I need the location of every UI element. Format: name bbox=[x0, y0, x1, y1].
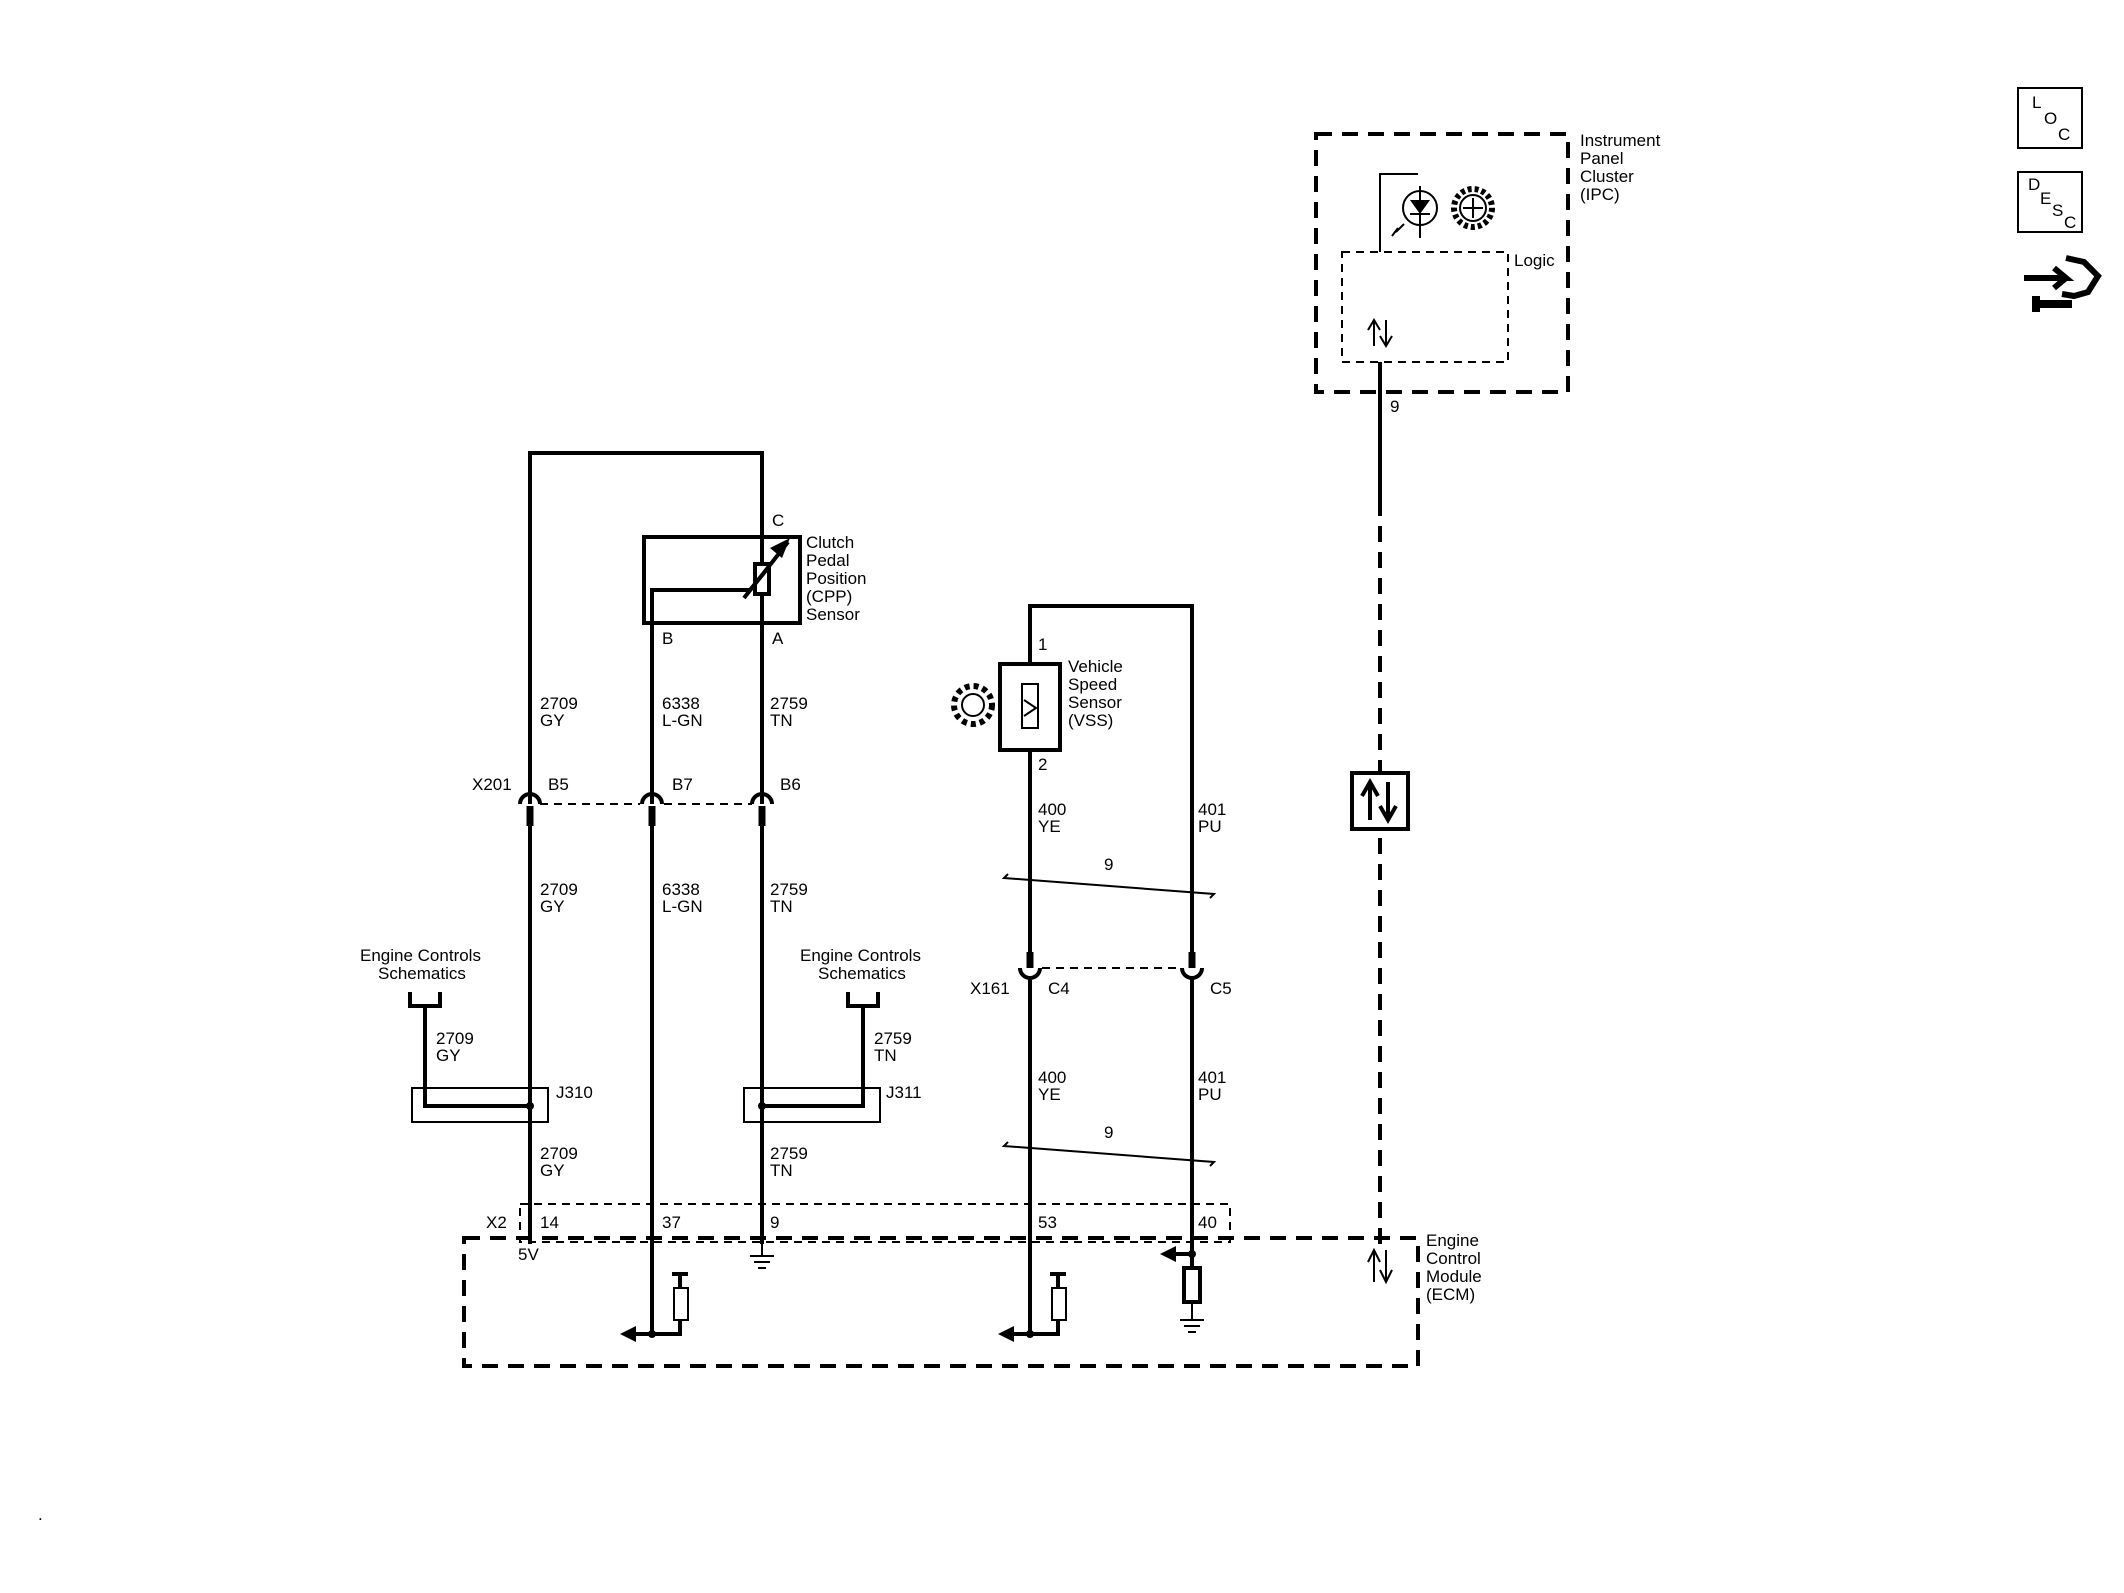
svg-text:GY: GY bbox=[540, 897, 565, 916]
svg-text:C: C bbox=[2058, 125, 2070, 144]
ecm-module: X2 14 37 9 53 40 5V bbox=[462, 1203, 1487, 1368]
svg-text:YE: YE bbox=[1038, 817, 1061, 836]
stray-dot: . bbox=[38, 1505, 43, 1524]
svg-text:X2: X2 bbox=[486, 1213, 507, 1232]
svg-text:14: 14 bbox=[540, 1213, 559, 1232]
svg-text:GY: GY bbox=[540, 1161, 565, 1180]
svg-text:401: 401 bbox=[1198, 1068, 1226, 1087]
svg-text:2759: 2759 bbox=[770, 694, 808, 713]
svg-text:C: C bbox=[2064, 213, 2076, 232]
svg-text:B7: B7 bbox=[672, 775, 693, 794]
svg-text:GY: GY bbox=[540, 711, 565, 730]
gear-icon bbox=[951, 683, 995, 727]
svg-text:9: 9 bbox=[1104, 855, 1113, 874]
svg-text:37: 37 bbox=[662, 1213, 681, 1232]
svg-text:C4: C4 bbox=[1048, 979, 1070, 998]
svg-text:E: E bbox=[2040, 189, 2051, 208]
connector-x201: X201 B5 B7 B6 bbox=[472, 775, 801, 826]
svg-text:B6: B6 bbox=[780, 775, 801, 794]
svg-text:X161: X161 bbox=[970, 979, 1010, 998]
svg-text:400: 400 bbox=[1038, 800, 1066, 819]
data-arrow-icon bbox=[1367, 318, 1393, 348]
ipc-pin-9: 9 bbox=[1390, 397, 1399, 416]
svg-text:6338: 6338 bbox=[662, 880, 700, 899]
svg-text:400: 400 bbox=[1038, 1068, 1066, 1087]
svg-text:YE: YE bbox=[1038, 1085, 1061, 1104]
svg-text:1: 1 bbox=[1038, 635, 1047, 654]
svg-text:L-GN: L-GN bbox=[662, 897, 703, 916]
svg-text:9: 9 bbox=[1104, 1123, 1113, 1142]
svg-text:X201: X201 bbox=[472, 775, 512, 794]
tools-icon[interactable] bbox=[2024, 255, 2102, 312]
svg-text:40: 40 bbox=[1198, 1213, 1217, 1232]
svg-text:J311: J311 bbox=[886, 1083, 922, 1102]
serial-data-line bbox=[1350, 362, 1410, 1244]
svg-text:401: 401 bbox=[1198, 800, 1226, 819]
cpp-pin-a: A bbox=[772, 629, 784, 648]
twisted-pair: 9 9 bbox=[1001, 855, 1217, 1167]
svg-text:L: L bbox=[2032, 93, 2041, 112]
svg-text:C5: C5 bbox=[1210, 979, 1232, 998]
svg-text:2709: 2709 bbox=[540, 694, 578, 713]
svg-text:J310: J310 bbox=[556, 1083, 593, 1102]
svg-text:PU: PU bbox=[1198, 817, 1222, 836]
ecm-label: Engine Control Module (ECM) bbox=[1426, 1231, 1487, 1304]
svg-text:O: O bbox=[2044, 109, 2057, 128]
data-arrow-icon bbox=[1367, 1247, 1393, 1285]
loc-button[interactable]: L O C bbox=[2017, 87, 2083, 149]
svg-text:GY: GY bbox=[436, 1046, 461, 1065]
svg-text:2709: 2709 bbox=[540, 1144, 578, 1163]
svg-text:53: 53 bbox=[1038, 1213, 1057, 1232]
svg-text:2709: 2709 bbox=[436, 1029, 474, 1048]
svg-text:2: 2 bbox=[1038, 755, 1047, 774]
svg-text:2759: 2759 bbox=[874, 1029, 912, 1048]
svg-text:2759: 2759 bbox=[770, 1144, 808, 1163]
svg-text:TN: TN bbox=[770, 1161, 793, 1180]
svg-text:6338: 6338 bbox=[662, 694, 700, 713]
ipc-label: Instrument Panel Cluster (IPC) bbox=[1580, 131, 1665, 204]
desc-button[interactable]: D E S C bbox=[2017, 171, 2083, 233]
svg-text:9: 9 bbox=[770, 1213, 779, 1232]
svg-text:S: S bbox=[2052, 201, 2063, 220]
cpp-sensor-label: Clutch Pedal Position (CPP) Sensor bbox=[806, 533, 871, 624]
svg-text:2709: 2709 bbox=[540, 880, 578, 899]
svg-text:L-GN: L-GN bbox=[662, 711, 703, 730]
cpp-pin-b: B bbox=[662, 629, 673, 648]
gear-icon bbox=[1451, 186, 1495, 230]
ipc-module: Logic Instrument Panel Cluster (IPC) 9 bbox=[1314, 131, 1665, 416]
svg-text:PU: PU bbox=[1198, 1085, 1222, 1104]
serial-data-symbol bbox=[1350, 771, 1410, 831]
svg-text:5V: 5V bbox=[518, 1245, 539, 1264]
svg-text:TN: TN bbox=[770, 897, 793, 916]
cpp-sensor: C B A Clutch Pedal Position (CPP) Sensor bbox=[528, 451, 871, 804]
svg-text:2759: 2759 bbox=[770, 880, 808, 899]
cpp-pin-c: C bbox=[772, 511, 784, 530]
svg-text:TN: TN bbox=[770, 711, 793, 730]
ipc-logic-label: Logic bbox=[1514, 251, 1555, 270]
svg-text:B5: B5 bbox=[548, 775, 569, 794]
svg-text:TN: TN bbox=[874, 1046, 897, 1065]
svg-text:D: D bbox=[2028, 175, 2040, 194]
vss-sensor-label: Vehicle Speed Sensor (VSS) bbox=[1068, 657, 1128, 730]
